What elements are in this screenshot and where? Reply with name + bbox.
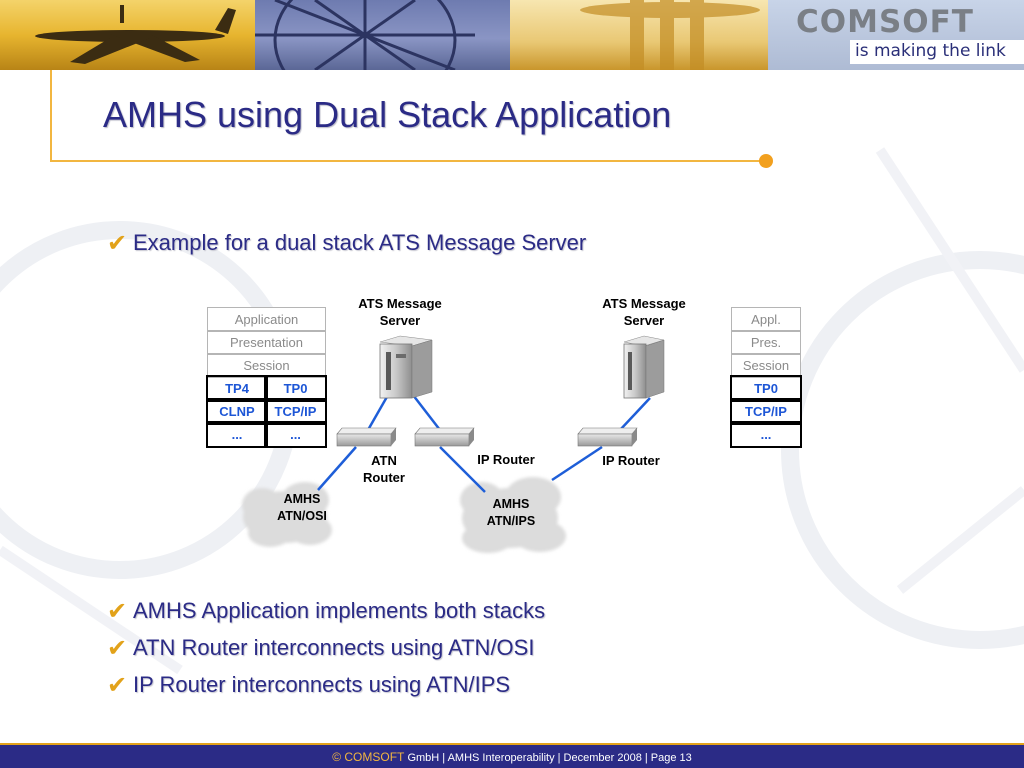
stack-layer: TP4 [206, 375, 268, 402]
bullet-item: ✔ ATN Router interconnects using ATN/OSI [107, 634, 534, 662]
atn-router-label: ATN Router [354, 452, 414, 486]
footer-text: GmbH | AMHS Interoperability | December … [404, 752, 692, 764]
stack-layer: Session [731, 353, 801, 378]
stack-layer: Session [207, 353, 326, 378]
stack-layer: TP0 [264, 375, 327, 402]
cloud-osi-label: AMHS ATN/OSI [262, 491, 342, 525]
stack-layer: Appl. [731, 307, 801, 332]
bullet-text: AMHS Application implements both stacks [133, 598, 546, 623]
stack-layer: ... [730, 421, 802, 448]
server-right-label: ATS Message Server [584, 295, 704, 329]
footer-rule [0, 743, 1024, 745]
cloud-ips-label: AMHS ATN/IPS [471, 496, 551, 530]
label-line: Server [623, 313, 665, 328]
title-frame-vertical [50, 70, 52, 162]
slide-title: AMHS using Dual Stack Application [103, 94, 672, 135]
checkmark-icon: ✔ [107, 229, 128, 257]
airplane-image [0, 0, 255, 70]
ip-router-middle-label: IP Router [477, 452, 535, 467]
bullet-item: ✔ AMHS Application implements both stack… [107, 597, 545, 625]
stack-layer: Application [207, 307, 326, 332]
label-line: ATS Message [358, 296, 442, 311]
label-line: Server [379, 313, 421, 328]
bullet-item: ✔ Example for a dual stack ATS Message S… [107, 229, 586, 257]
bullet-text: IP Router interconnects using ATN/IPS [133, 672, 511, 697]
ip-router-right-label: IP Router [602, 453, 660, 468]
stack-layer: Pres. [731, 330, 801, 355]
title-frame-dot [759, 154, 773, 168]
label-line: Router [363, 470, 405, 485]
label-line: ATN/IPS [486, 514, 536, 528]
label-line: AMHS [283, 492, 321, 506]
server-left-label: ATS Message Server [340, 295, 460, 329]
checkmark-icon: ✔ [107, 634, 128, 662]
stack-layer: TCP/IP [730, 398, 802, 425]
label-line: ATN [371, 453, 397, 468]
logo-word: COMSOFT [796, 4, 974, 40]
stack-layer: TP0 [730, 375, 802, 402]
tower-image [510, 0, 768, 70]
left-protocol-stack: Application Presentation Session TP4 TP0… [206, 307, 327, 448]
footer-brand: © COMSOFT [332, 750, 405, 764]
stack-layer: ... [264, 421, 327, 448]
label-line: ATS Message [602, 296, 686, 311]
stack-layer: Presentation [207, 330, 326, 355]
company-logo: COMSOFT is making the link [768, 0, 1024, 70]
bullet-text: Example for a dual stack ATS Message Ser… [133, 230, 587, 255]
header-banner: COMSOFT is making the link [0, 0, 1024, 70]
label-line: AMHS [492, 497, 530, 511]
checkmark-icon: ✔ [107, 671, 128, 699]
bullet-item: ✔ IP Router interconnects using ATN/IPS [107, 671, 510, 699]
antenna-image [255, 0, 510, 70]
label-line: ATN/OSI [277, 509, 327, 523]
right-protocol-stack: Appl. Pres. Session TP0 TCP/IP ... [730, 307, 802, 448]
bullet-text: ATN Router interconnects using ATN/OSI [133, 635, 535, 660]
stack-layer: CLNP [206, 398, 268, 425]
stack-layer: TCP/IP [264, 398, 327, 425]
title-frame-horizontal [50, 160, 766, 162]
logo-tagline: is making the link [850, 40, 1024, 64]
stack-layer: ... [206, 421, 268, 448]
checkmark-icon: ✔ [107, 597, 128, 625]
footer-bar: © COMSOFT GmbH | AMHS Interoperability |… [0, 745, 1024, 768]
